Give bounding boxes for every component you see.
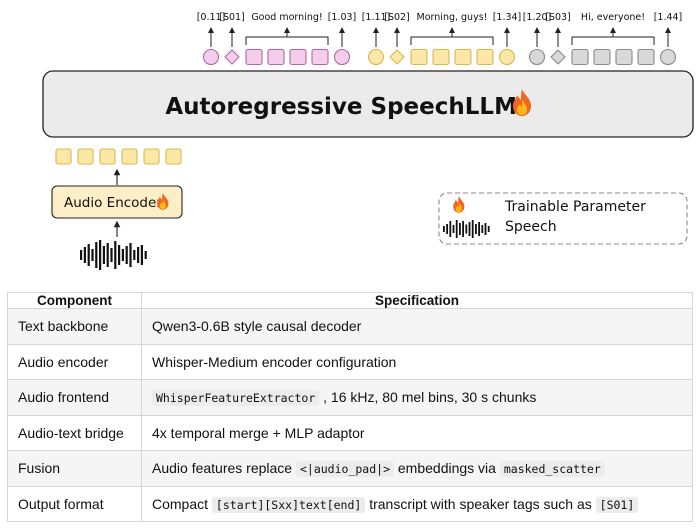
start-time-token	[367, 48, 385, 66]
component-cell: Audio encoder	[7, 343, 142, 380]
text-token	[432, 48, 450, 66]
text-token	[593, 48, 611, 66]
utterance-label: Morning, guys!	[417, 12, 488, 23]
flame-icon	[453, 196, 465, 213]
text-token	[311, 48, 329, 66]
inline-code: [start][Sxx]text[end]	[211, 496, 366, 513]
utterance-label: Hi, everyone!	[581, 12, 645, 23]
start-time-token	[528, 48, 546, 66]
speech-waveform-icon	[80, 240, 147, 270]
speaker-token-group: [1.11][S02] Morning, guys! [1.34]	[362, 12, 522, 66]
speaker-token-group: [1.20][S03] Hi, everyone! [1.44]	[523, 12, 683, 66]
text-token	[571, 48, 589, 66]
end-time-label: [1.44]	[654, 12, 683, 23]
legend-speech-label: Speech	[505, 219, 557, 235]
inline-code: [S01]	[595, 496, 639, 513]
speaker-token	[389, 49, 405, 65]
text-token	[410, 48, 428, 66]
inline-code: <|audio_pad|>	[295, 461, 394, 478]
audio-token-row	[55, 148, 182, 165]
audio-encoder-label: Audio Encoder	[64, 195, 162, 211]
text-token	[454, 48, 472, 66]
model-title: Autoregressive SpeechLLMs	[165, 94, 530, 120]
legend-box	[438, 192, 688, 245]
start-time-label: [1.20]	[523, 12, 552, 23]
specification-cell: Qwen3-0.6B style causal decoder	[141, 308, 693, 345]
start-time-label: [1.11]	[362, 12, 391, 23]
flame-icon	[157, 193, 169, 210]
end-time-label: [1.34]	[493, 12, 522, 23]
start-time-label: [0.11]	[197, 12, 226, 23]
utterance-label: Good morning!	[251, 12, 322, 23]
column-header-component: Component	[7, 292, 142, 309]
table-header-row: Component Specification	[7, 292, 693, 309]
start-time-token	[202, 48, 220, 66]
speechllm-box	[42, 70, 694, 138]
inline-code: WhisperFeatureExtractor	[152, 390, 320, 407]
specification-cell: 4x temporal merge + MLP adaptor	[141, 414, 693, 451]
end-time-token	[498, 48, 516, 66]
specification-cell: WhisperFeatureExtractor , 16 kHz, 80 mel…	[141, 379, 693, 416]
audio-token	[77, 148, 94, 165]
speaker-label: [S02]	[384, 12, 410, 23]
component-cell: Audio frontend	[7, 379, 142, 416]
end-time-token	[333, 48, 351, 66]
audio-token	[99, 148, 116, 165]
end-time-token	[659, 48, 677, 66]
specification-cell: Compact [start][Sxx]text[end] transcript…	[141, 485, 693, 522]
column-header-specification: Specification	[141, 292, 693, 309]
speaker-token	[224, 49, 240, 65]
audio-token	[121, 148, 138, 165]
architecture-diagram: [0.11][S01] Good morning! [1.03] [1.11][S02…	[42, 12, 694, 270]
component-cell: Fusion	[7, 450, 142, 487]
specification-cell: Whisper-Medium encoder configuration	[141, 343, 693, 380]
text-token	[476, 48, 494, 66]
text-token	[637, 48, 655, 66]
speaker-label: [S03]	[545, 12, 571, 23]
speech-waveform-icon	[443, 220, 490, 238]
audio-token	[143, 148, 160, 165]
audio-encoder-box	[51, 185, 183, 219]
end-time-label: [1.03]	[328, 12, 357, 23]
legend-trainable-label: Trainable Parameter	[504, 199, 646, 215]
text-token	[289, 48, 307, 66]
text-token	[615, 48, 633, 66]
text-token	[267, 48, 285, 66]
speaker-token	[550, 49, 566, 65]
inline-code: masked_scatter	[499, 461, 605, 478]
audio-token	[165, 148, 182, 165]
speaker-token-group: [0.11][S01] Good morning! [1.03]	[197, 12, 357, 66]
audio-token	[55, 148, 72, 165]
text-token	[245, 48, 263, 66]
component-cell: Audio-text bridge	[7, 414, 142, 451]
component-cell: Output format	[7, 485, 142, 522]
specification-cell: Audio features replace <|audio_pad|> emb…	[141, 450, 693, 487]
component-cell: Text backbone	[7, 308, 142, 345]
flame-icon	[513, 89, 531, 116]
speaker-label: [S01]	[219, 12, 245, 23]
